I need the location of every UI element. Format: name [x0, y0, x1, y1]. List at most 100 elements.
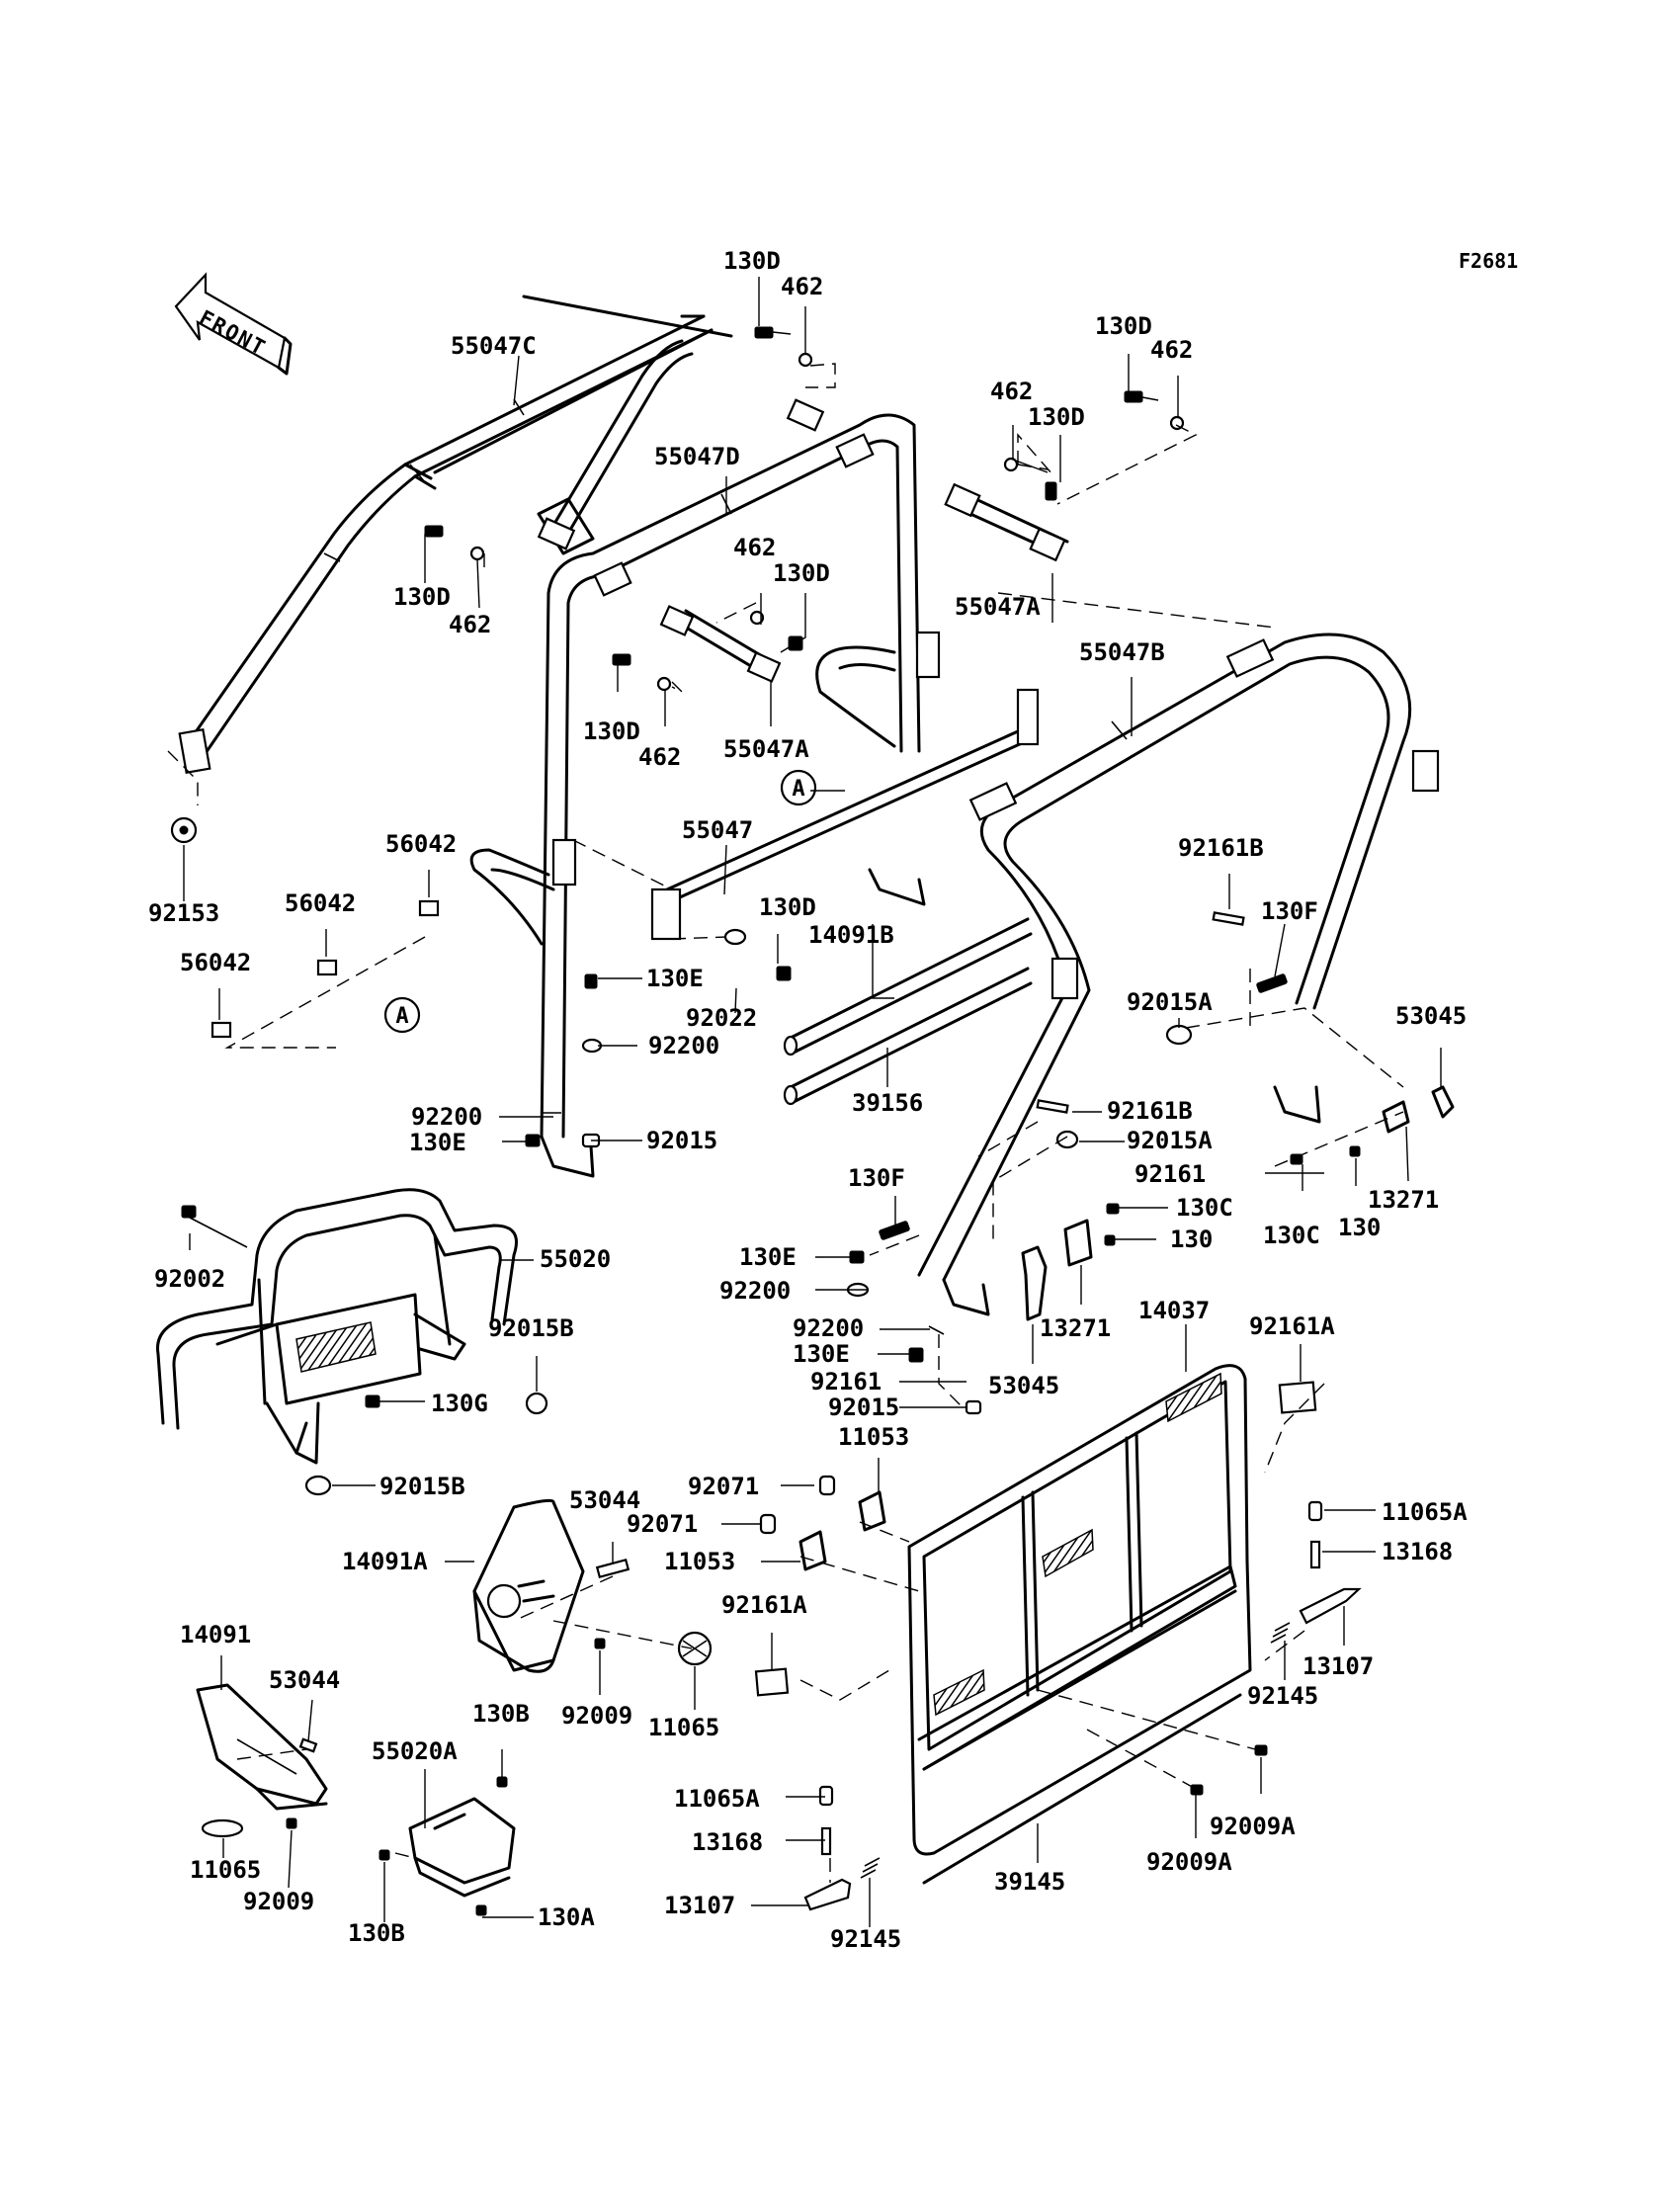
label-92161: 92161	[810, 1368, 882, 1395]
label-92015a: 92015A	[1127, 1127, 1213, 1154]
label-53044: 53044	[569, 1486, 640, 1514]
label-130d: 130D	[759, 893, 816, 921]
bolt-icon	[1106, 1203, 1120, 1215]
label-130d: 130D	[773, 559, 830, 587]
label-92161b: 92161B	[1107, 1097, 1193, 1125]
bolt-icon	[181, 1205, 248, 1248]
roll-cage-frame	[178, 295, 1440, 1316]
label-11065: 11065	[648, 1714, 719, 1741]
nut-icon	[170, 816, 198, 844]
label-92161b: 92161B	[1178, 834, 1264, 862]
label-92161: 92161	[1134, 1160, 1206, 1188]
bolt-icon	[908, 1347, 924, 1363]
label-130f: 130F	[1261, 897, 1318, 925]
pad-icon	[298, 1737, 318, 1753]
screw-icon	[594, 1638, 606, 1649]
leader-lines	[183, 277, 1442, 1927]
label-92009a: 92009A	[1210, 1813, 1296, 1840]
tubes-14091b-39156	[783, 917, 1033, 1106]
screw-icon	[1254, 1744, 1268, 1756]
label-462: 462	[990, 378, 1033, 405]
pad-icon	[754, 1667, 790, 1697]
label-130: 130	[1170, 1225, 1213, 1253]
washer-icon	[798, 352, 813, 368]
sticker-icon	[210, 1021, 232, 1039]
bolt-icon	[849, 1250, 865, 1264]
label-56042: 56042	[180, 949, 251, 976]
handle-icon	[1299, 1587, 1362, 1625]
label-14037: 14037	[1138, 1297, 1210, 1324]
label-92015b: 92015B	[488, 1314, 574, 1342]
label-92200: 92200	[793, 1314, 864, 1342]
washer-icon	[1003, 457, 1019, 472]
label-55047b: 55047B	[1079, 638, 1165, 666]
label-55020: 55020	[540, 1245, 611, 1273]
washer-icon	[469, 546, 485, 561]
bolt-icon	[378, 1849, 390, 1861]
label-13271: 13271	[1368, 1186, 1439, 1214]
bracket-icon	[1063, 1219, 1093, 1267]
reference-mark-a-upper: A	[780, 769, 817, 806]
label-130b: 130B	[472, 1700, 530, 1728]
guard-14091	[196, 1683, 328, 1811]
label-11053: 11053	[664, 1548, 735, 1575]
label-462: 462	[781, 273, 823, 300]
label-130b: 130B	[348, 1919, 405, 1947]
part-labels: F2681 130D 462 130D 462 462 130D 55047C …	[148, 247, 1518, 1953]
handle-icon	[803, 1878, 852, 1911]
label-56042: 56042	[285, 889, 356, 917]
label-13168: 13168	[692, 1828, 763, 1856]
label-92200: 92200	[648, 1032, 719, 1059]
label-462: 462	[638, 743, 681, 771]
cap-icon	[1307, 1500, 1323, 1522]
grommet-icon	[201, 1818, 244, 1838]
sticker-icon	[418, 899, 440, 917]
label-130g: 130G	[431, 1390, 488, 1417]
label-55047a: 55047A	[723, 735, 809, 763]
label-11065a: 11065A	[674, 1785, 760, 1813]
label-130: 130	[1338, 1214, 1381, 1241]
label-13168: 13168	[1382, 1538, 1453, 1565]
nut-icon	[304, 1475, 332, 1496]
fasteners	[170, 326, 1455, 1916]
label-92015: 92015	[828, 1394, 899, 1421]
label-13271: 13271	[1040, 1314, 1111, 1342]
bolt-icon	[879, 1221, 910, 1240]
bolt-icon	[365, 1394, 380, 1408]
label-92145: 92145	[830, 1925, 901, 1953]
spring-washer-icon	[928, 1325, 945, 1335]
pin-icon	[1212, 911, 1245, 926]
label-55047d: 55047D	[654, 443, 740, 470]
label-92002: 92002	[154, 1265, 225, 1293]
latch-icon	[1431, 1085, 1455, 1119]
label-462: 462	[1150, 336, 1193, 364]
label-13107: 13107	[1302, 1652, 1374, 1680]
label-130d: 130D	[723, 247, 781, 275]
label-14091: 14091	[180, 1621, 251, 1648]
label-130c: 130C	[1176, 1194, 1233, 1222]
hinge-icon	[818, 1475, 836, 1496]
nut-icon	[1055, 1130, 1079, 1149]
label-92009a: 92009A	[1146, 1848, 1232, 1876]
label-14091a: 14091A	[342, 1548, 428, 1575]
bolt-icon	[776, 966, 792, 981]
label-55047a: 55047A	[955, 593, 1041, 621]
label-462: 462	[733, 534, 776, 561]
bracket-icon	[1382, 1100, 1410, 1134]
label-462: 462	[449, 611, 491, 638]
cap-icon	[818, 1785, 834, 1807]
washer-icon	[1169, 415, 1185, 431]
label-92200: 92200	[719, 1277, 791, 1305]
label-130e: 130E	[646, 965, 704, 992]
label-56042: 56042	[385, 830, 457, 858]
label-92009: 92009	[243, 1888, 314, 1915]
label-92009: 92009	[561, 1702, 632, 1730]
bolt-icon	[475, 1904, 487, 1916]
label-11065a: 11065A	[1382, 1498, 1468, 1526]
label-92015b: 92015B	[379, 1473, 465, 1500]
skid-plate-55020a	[408, 1797, 516, 1898]
pad-icon	[595, 1558, 630, 1579]
latch-icon	[1021, 1245, 1048, 1321]
pin-icon	[1036, 1099, 1069, 1114]
